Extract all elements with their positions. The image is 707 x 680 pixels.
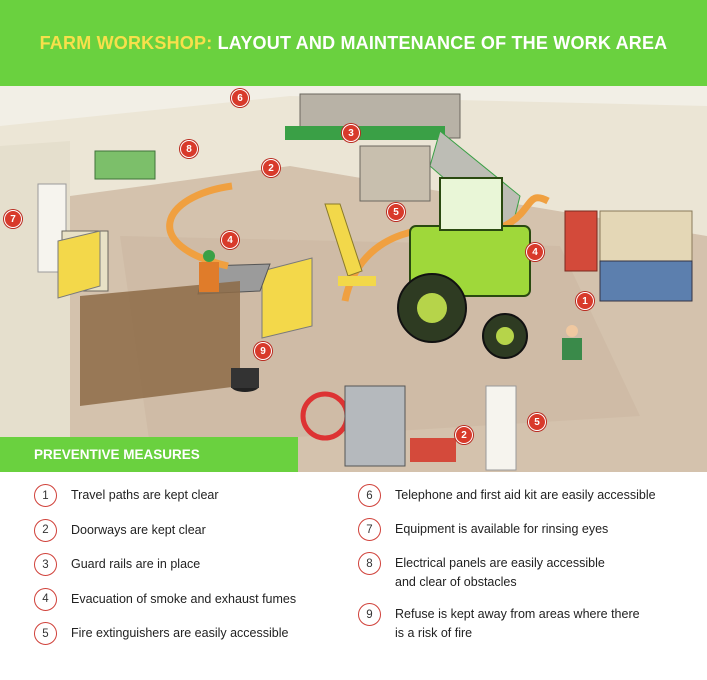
measure-number: 7 <box>358 518 381 541</box>
marker-5-top: 5 <box>387 203 405 221</box>
parts-shelf <box>359 145 431 202</box>
marker-5-bottom: 5 <box>528 413 546 431</box>
right-workbench <box>599 260 693 302</box>
tractor-rear-hub <box>417 293 447 323</box>
marker-4-left: 4 <box>221 231 239 249</box>
measure-text: Electrical panels are easily accessible … <box>395 556 605 589</box>
measure-number: 3 <box>34 553 57 576</box>
marker-9: 9 <box>254 342 272 360</box>
mechanic-body <box>562 338 582 360</box>
exhaust-hose-left <box>166 182 233 270</box>
list-item: 6 Telephone and first aid kit are easily… <box>358 484 698 507</box>
measure-text: Refuse is kept away from areas where the… <box>395 607 640 640</box>
marker-2-top: 2 <box>262 159 280 177</box>
page-header: FARM WORKSHOP: LAYOUT AND MAINTENANCE OF… <box>0 0 707 86</box>
measure-text: Doorways are kept clear <box>71 522 206 537</box>
crane-base <box>338 276 376 286</box>
list-item: 2 Doorways are kept clear <box>34 518 354 554</box>
measure-number: 4 <box>34 587 57 611</box>
title-accent: FARM WORKSHOP: <box>39 32 213 53</box>
list-item: 8 Electrical panels are easily accessibl… <box>358 552 698 592</box>
measure-text: Telephone and first aid kit are easily a… <box>395 488 656 502</box>
measure-text: Equipment is available for rinsing eyes <box>395 522 609 536</box>
refuse-container <box>410 438 456 462</box>
measure-number: 9 <box>358 603 381 626</box>
barrel <box>231 368 259 388</box>
tool-board <box>599 210 693 262</box>
lumber-rack <box>80 281 240 406</box>
tractor-cab <box>439 177 503 231</box>
engine-crane <box>324 203 363 277</box>
measure-number: 1 <box>34 484 57 507</box>
welder-head <box>203 250 215 262</box>
right-door <box>485 385 517 471</box>
list-item: 4 Evacuation of smoke and exhaust fumes <box>34 587 354 623</box>
mechanic-head <box>566 325 578 337</box>
list-item: 3 Guard rails are in place <box>34 553 354 588</box>
tractor-front-hub <box>496 327 514 345</box>
marker-1: 1 <box>576 292 594 310</box>
measures-left-column: 1 Travel paths are kept clear 2 Doorways… <box>34 484 354 657</box>
page-title: FARM WORKSHOP: LAYOUT AND MAINTENANCE OF… <box>40 33 668 54</box>
marker-3: 3 <box>342 124 360 142</box>
measure-text: Evacuation of smoke and exhaust fumes <box>71 591 297 606</box>
list-item: 5 Fire extinguishers are easily accessib… <box>34 622 354 657</box>
mezzanine-rail <box>285 126 445 140</box>
measure-number: 5 <box>34 622 57 645</box>
list-item: 7 Equipment is available for rinsing eye… <box>358 518 698 541</box>
welding-screen-left <box>57 230 101 299</box>
measures-right-column: 6 Telephone and first aid kit are easily… <box>358 484 698 654</box>
marker-8: 8 <box>180 140 198 158</box>
measures-list: 1 Travel paths are kept clear 2 Doorways… <box>0 484 707 680</box>
marker-2-bottom: 2 <box>455 426 473 444</box>
welder-body <box>199 262 219 292</box>
left-workbench <box>94 150 156 180</box>
welding-screen-right <box>261 257 313 339</box>
measure-text: Travel paths are kept clear <box>71 488 219 502</box>
workshop-drawing <box>0 93 707 472</box>
preventive-measures-header: PREVENTIVE MEASURES <box>0 437 298 472</box>
preventive-measures-title: PREVENTIVE MEASURES <box>34 447 200 462</box>
measure-text: Guard rails are in place <box>71 557 201 571</box>
marker-6: 6 <box>231 89 249 107</box>
workshop-illustration: 6 8 2 3 7 5 4 4 1 9 2 5 <box>0 86 707 472</box>
storage-cage <box>344 385 406 467</box>
list-item: 9 Refuse is kept away from areas where t… <box>358 603 698 643</box>
marker-7: 7 <box>4 210 22 228</box>
measure-number: 2 <box>34 518 57 542</box>
tool-cabinet <box>564 210 598 272</box>
title-main: LAYOUT AND MAINTENANCE OF THE WORK AREA <box>212 32 668 53</box>
list-item: 1 Travel paths are kept clear <box>34 484 354 519</box>
measure-text: Fire extinguishers are easily accessible <box>71 626 289 640</box>
marker-4-right: 4 <box>526 243 544 261</box>
measure-number: 8 <box>358 552 381 575</box>
measure-number: 6 <box>358 484 381 507</box>
